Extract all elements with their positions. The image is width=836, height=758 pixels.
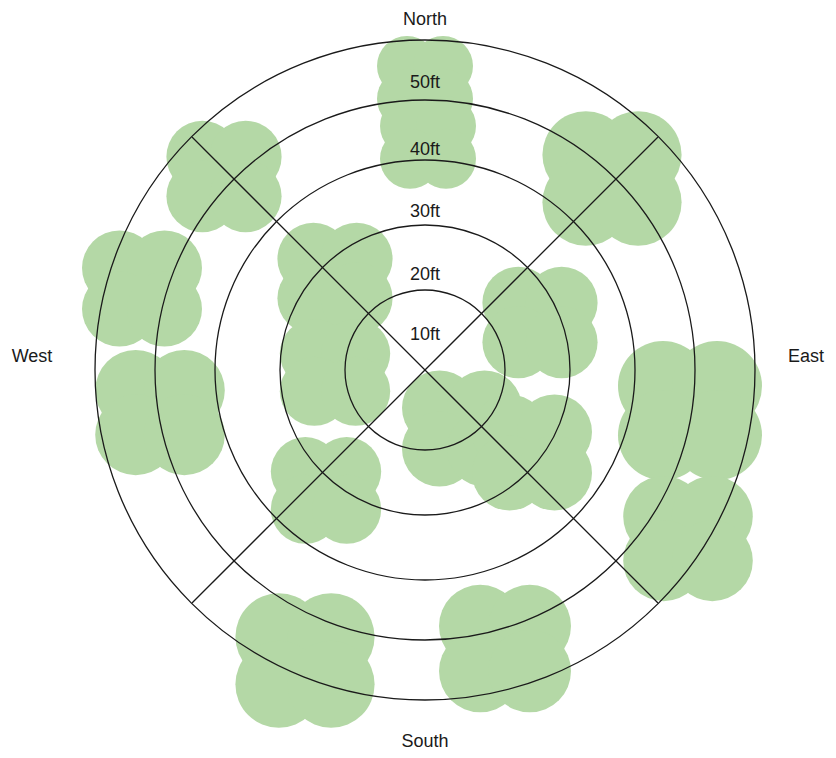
tree-canopy xyxy=(144,394,225,475)
distance-label: 50ft xyxy=(410,73,440,93)
tree-canopy xyxy=(210,160,282,232)
tree-canopy xyxy=(312,475,381,544)
distance-rings xyxy=(95,40,755,700)
distance-label: 30ft xyxy=(410,202,440,222)
tree-canopies xyxy=(82,36,762,728)
compass-label: West xyxy=(12,347,53,367)
compass-label: South xyxy=(401,732,448,752)
compass-label: North xyxy=(403,10,447,30)
axis-line xyxy=(192,137,658,603)
ring-40ft xyxy=(155,100,695,640)
distance-label: 10ft xyxy=(410,325,440,345)
distance-label: 20ft xyxy=(410,265,440,285)
axis-line xyxy=(192,137,658,603)
compass-label: East xyxy=(788,347,824,367)
tree-canopy xyxy=(288,641,375,728)
tree-canopy xyxy=(127,272,202,347)
tree-canopy xyxy=(526,306,598,378)
ring-50ft xyxy=(95,40,755,700)
distance-label: 40ft xyxy=(410,140,440,160)
